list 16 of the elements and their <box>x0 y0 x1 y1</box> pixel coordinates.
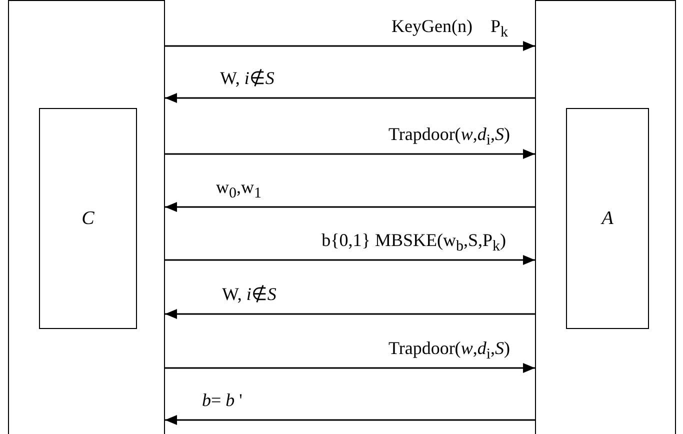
entity-box <box>39 108 137 329</box>
arrow <box>165 255 535 265</box>
entity-label: C <box>80 208 96 230</box>
edge-label: W, i∉S <box>220 284 278 304</box>
arrow <box>165 93 535 103</box>
participant-box <box>535 0 676 434</box>
participant-box <box>8 0 165 434</box>
arrow <box>165 415 535 425</box>
edge-label: W, i∉S <box>218 68 276 88</box>
arrow <box>165 309 535 319</box>
entity-label: A <box>600 208 614 230</box>
arrow <box>165 41 535 51</box>
arrow <box>165 202 535 212</box>
entity-box <box>566 108 649 329</box>
arrow <box>165 149 535 159</box>
arrow <box>165 363 535 373</box>
